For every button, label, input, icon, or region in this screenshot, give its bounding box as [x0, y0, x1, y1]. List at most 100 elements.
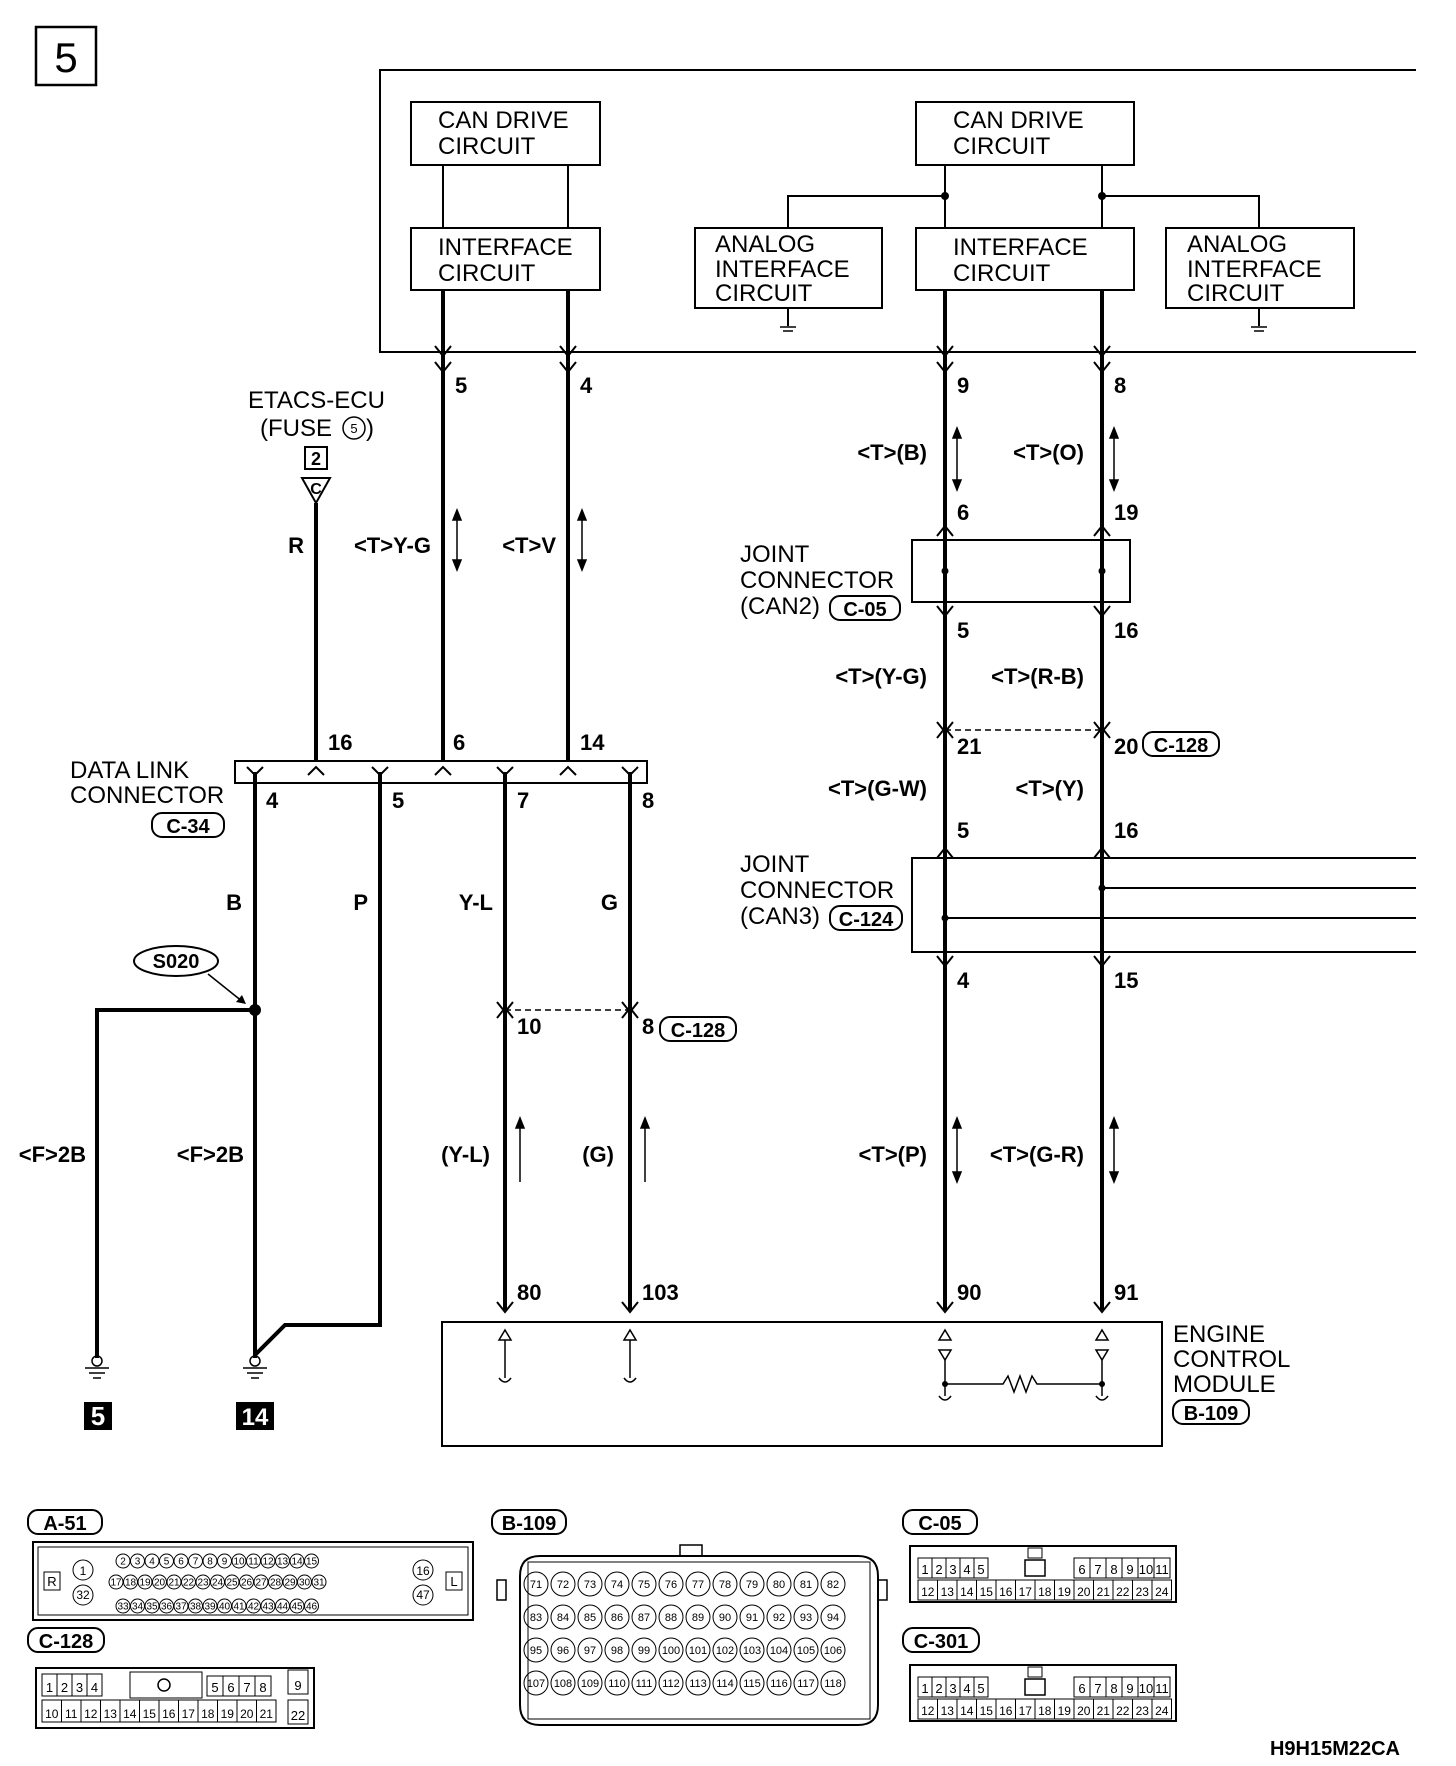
connector-pin-number: 4: [963, 1562, 970, 1577]
svg-text:A-51: A-51: [43, 1513, 86, 1535]
connector-pin-number: 9: [1126, 1562, 1133, 1577]
connector-pin: [658, 1604, 684, 1630]
connector-pin-number: 2: [935, 1681, 942, 1696]
internal-ground-right: [1251, 326, 1267, 332]
connector-pin-number: 95: [530, 1645, 542, 1657]
svg-text:CAN DRIVE: CAN DRIVE: [953, 107, 1084, 134]
ground-label-14-box: [236, 1402, 274, 1430]
diagram-code: H9H15M22CA: [1270, 1738, 1400, 1760]
connector-pin-number: 94: [827, 1612, 839, 1624]
connector-pin-number: 18: [125, 1578, 137, 1589]
connector-pin-number: 15: [980, 1704, 994, 1718]
svg-text:ANALOG: ANALOG: [715, 231, 815, 258]
connector-pin-number: 10: [1139, 1681, 1153, 1696]
ground-symbol-5: [85, 1355, 109, 1379]
connector-pin-number: 3: [949, 1681, 956, 1696]
connector-pin-number: 15: [980, 1585, 994, 1599]
wire-label-tyg: <T>Y-G: [354, 533, 431, 558]
connector-pin-number: 19: [1058, 1704, 1072, 1718]
connector-pin-number: 21: [1097, 1704, 1111, 1718]
connector-pin-number: 80: [773, 1579, 785, 1591]
connector-pin-number: 30: [299, 1578, 311, 1589]
svg-text:CIRCUIT: CIRCUIT: [1187, 280, 1285, 307]
connector-pin-number: 7: [1094, 1681, 1101, 1696]
ground-label-5: 5: [91, 1401, 105, 1431]
connector-pin-number: 4: [963, 1681, 970, 1696]
connector-pin: [820, 1670, 846, 1696]
connector-pin: [304, 1598, 319, 1614]
connector-pin: [685, 1571, 711, 1597]
connector-pin: [739, 1637, 765, 1663]
connector-pin-number: 42: [248, 1602, 260, 1613]
connector-pin-number: 15: [143, 1707, 157, 1721]
connector-pin-number: 13: [277, 1557, 289, 1568]
connector-pin: [604, 1670, 630, 1696]
control-unit-outline: [379, 69, 1416, 353]
connector-pin-number: 92: [773, 1612, 785, 1624]
svg-text:JOINT: JOINT: [740, 851, 810, 878]
wire-label-g: G: [601, 890, 618, 915]
connector-pin-number: 6: [1078, 1681, 1085, 1696]
connector-pin: [739, 1604, 765, 1630]
main-wires: [95, 290, 1104, 1358]
pin-16-dlc: 16: [328, 730, 352, 755]
connector-pin-number: 29: [284, 1578, 296, 1589]
wire-label-yl: Y-L: [459, 890, 493, 915]
pin-5-jc2: 5: [957, 618, 969, 643]
connector-pin-number: 16: [999, 1704, 1013, 1718]
connector-pin-number: 93: [800, 1612, 812, 1624]
connector-pin-number: 118: [824, 1678, 842, 1690]
connector-pin: [604, 1571, 630, 1597]
connector-pin-number: 116: [770, 1678, 788, 1690]
connector-pin-number: 76: [665, 1579, 677, 1591]
connector-pin-number: 4: [149, 1557, 155, 1568]
connector-pin-number: 99: [638, 1645, 650, 1657]
connector-pin: [766, 1571, 792, 1597]
connector-pin-number: 10: [233, 1557, 245, 1568]
connector-pin-number: 86: [611, 1612, 623, 1624]
connector-pin-number: 20: [1077, 1704, 1091, 1718]
svg-text:R: R: [47, 1574, 56, 1589]
c128-label-lower: C-128: [659, 1016, 737, 1042]
connector-pin: [604, 1604, 630, 1630]
svg-text:): ): [366, 415, 374, 442]
connector-cavity: [256, 1699, 277, 1723]
connector-pin-number: 7: [193, 1557, 199, 1568]
connector-pin-number: 27: [255, 1578, 267, 1589]
wire-label-b: B: [226, 890, 242, 915]
connector-pin-number: 14: [960, 1704, 974, 1718]
connector-pin-number: 21: [260, 1707, 274, 1721]
pin-5: 5: [455, 373, 467, 398]
connector-pin-number: 14: [291, 1557, 303, 1568]
connector-pin: [550, 1604, 576, 1630]
ground-label-5-box: [84, 1402, 112, 1430]
connector-pin: [685, 1670, 711, 1696]
connector-pin-number: 39: [204, 1602, 216, 1613]
connector-pin-number: 7: [243, 1680, 250, 1695]
connector-pin-number: 44: [277, 1602, 289, 1613]
connector-pin: [523, 1571, 549, 1597]
connector-pin-number: 17: [1019, 1704, 1033, 1718]
connector-pin-number: 13: [941, 1704, 955, 1718]
connector-pin-number: 40: [219, 1602, 231, 1613]
connector-pin: [820, 1637, 846, 1663]
etacs-ecu-fuse: ETACS-ECU (FUSE 5 ) 2 C: [248, 387, 385, 506]
connector-pin-number: 34: [132, 1602, 144, 1613]
svg-text:CONTROL: CONTROL: [1173, 1346, 1290, 1373]
svg-text:B-109: B-109: [502, 1513, 556, 1535]
svg-text:INTERFACE: INTERFACE: [953, 234, 1088, 261]
connector-pin-number: 17: [182, 1707, 196, 1721]
connector-pin: [550, 1637, 576, 1663]
connector-chevrons: [434, 345, 1111, 1314]
connector-pin-number: 11: [65, 1707, 78, 1721]
connector-pin-number: 2: [61, 1680, 68, 1695]
connector-pin-number: 9: [1126, 1681, 1133, 1696]
connector-pin-number: 8: [259, 1680, 266, 1695]
svg-text:C-301: C-301: [914, 1631, 968, 1653]
connector-pin-number: 5: [977, 1562, 984, 1577]
connector-pin-number: 74: [611, 1579, 623, 1591]
pin-91: 91: [1114, 1280, 1138, 1305]
connector-pin: [793, 1571, 819, 1597]
